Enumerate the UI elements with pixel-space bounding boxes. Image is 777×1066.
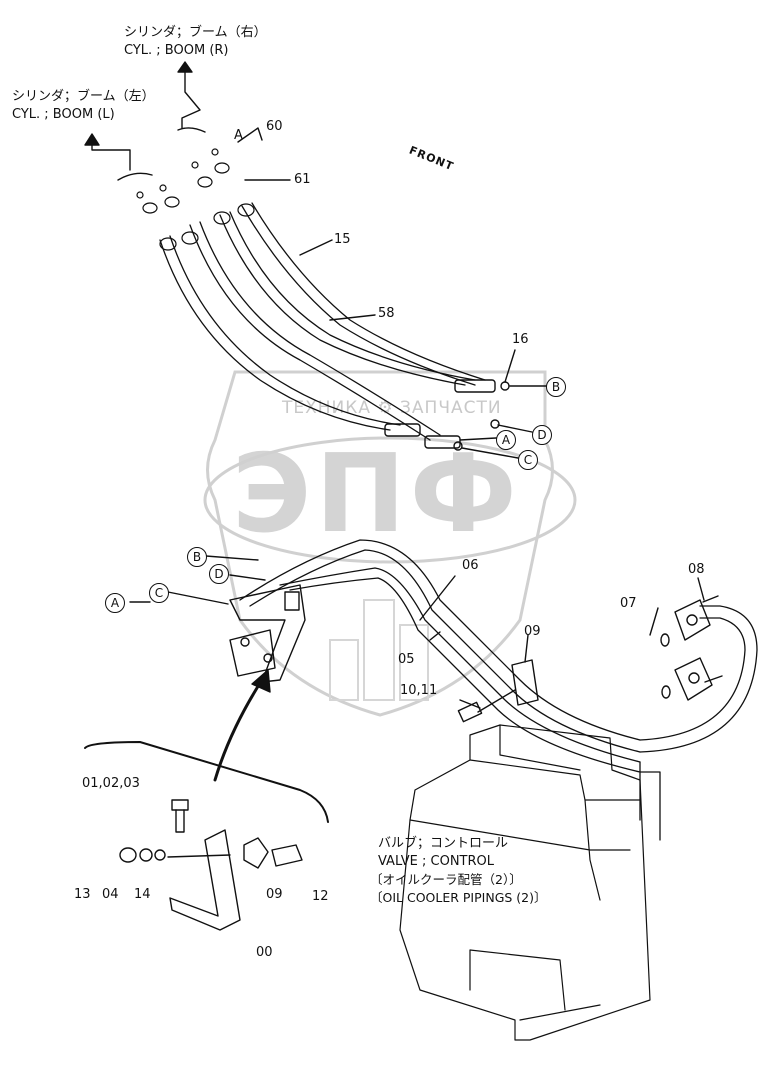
part-number-04: 04: [102, 887, 119, 902]
tag-c-right: C: [518, 450, 538, 470]
tag-d-right: D: [532, 425, 552, 445]
boom-left-en-label: CYL. ; BOOM (L): [12, 107, 115, 122]
tag-d-left: D: [209, 564, 229, 584]
boom-right-jp-label: シリンダ；ブーム（右）: [124, 25, 267, 40]
flanges: [660, 595, 723, 701]
part-number-00: 00: [256, 945, 273, 960]
tag-b-left: B: [187, 547, 207, 567]
watermark-text: ТЕХНИКА ⚙ ЗАПЧАСТИ: [282, 398, 502, 418]
part-number-15: 15: [334, 232, 351, 247]
watermark-logo: ЭПФ: [232, 432, 521, 557]
boom-right-en-label: CYL. ; BOOM (R): [124, 43, 229, 58]
part-number-13: 13: [74, 887, 91, 902]
part-number-05: 05: [398, 652, 415, 667]
part-number-58: 58: [378, 306, 395, 321]
part-number-08: 08: [688, 562, 705, 577]
tag-a-left: A: [105, 593, 125, 613]
cooler-en-label: 〔OIL COOLER PIPINGS (2)〕: [370, 890, 547, 905]
part-number-09-detail: 09: [266, 887, 283, 902]
part-number-16: 16: [512, 332, 529, 347]
part-number-60: 60: [266, 119, 283, 134]
watermark-bars: [329, 599, 429, 701]
manifold-bracket: [229, 584, 306, 683]
valve-en-label: VALVE ; CONTROL: [378, 854, 495, 869]
hose-bundle: [159, 202, 486, 441]
watermark-shield: [203, 370, 577, 717]
cooler-jp-label: 〔オイルクーラ配管（2）〕: [370, 872, 522, 887]
steel-pipes: [239, 539, 758, 841]
tag-c-left: C: [149, 583, 169, 603]
part-number-07: 07: [620, 596, 637, 611]
tag-a-top: A: [234, 128, 243, 143]
tag-b-right: B: [546, 377, 566, 397]
boom-left-jp-label: シリンダ；ブーム（左）: [12, 89, 155, 104]
part-number-14: 14: [134, 887, 151, 902]
hose-end-fittings: [384, 379, 510, 451]
part-number-61: 61: [294, 172, 311, 187]
detail-parts: [119, 799, 303, 931]
valve-jp-label: バルブ；コントロール: [378, 836, 509, 851]
top-fittings: [136, 148, 255, 251]
part-number-01-02-03: 01,02,03: [82, 776, 140, 791]
part-number-10-11: 10,11: [400, 683, 438, 698]
control-valve: [399, 724, 651, 1041]
part-number-09-clamp: 09: [524, 624, 541, 639]
part-number-06: 06: [462, 558, 479, 573]
part-number-12: 12: [312, 889, 329, 904]
tag-a-right: A: [496, 430, 516, 450]
